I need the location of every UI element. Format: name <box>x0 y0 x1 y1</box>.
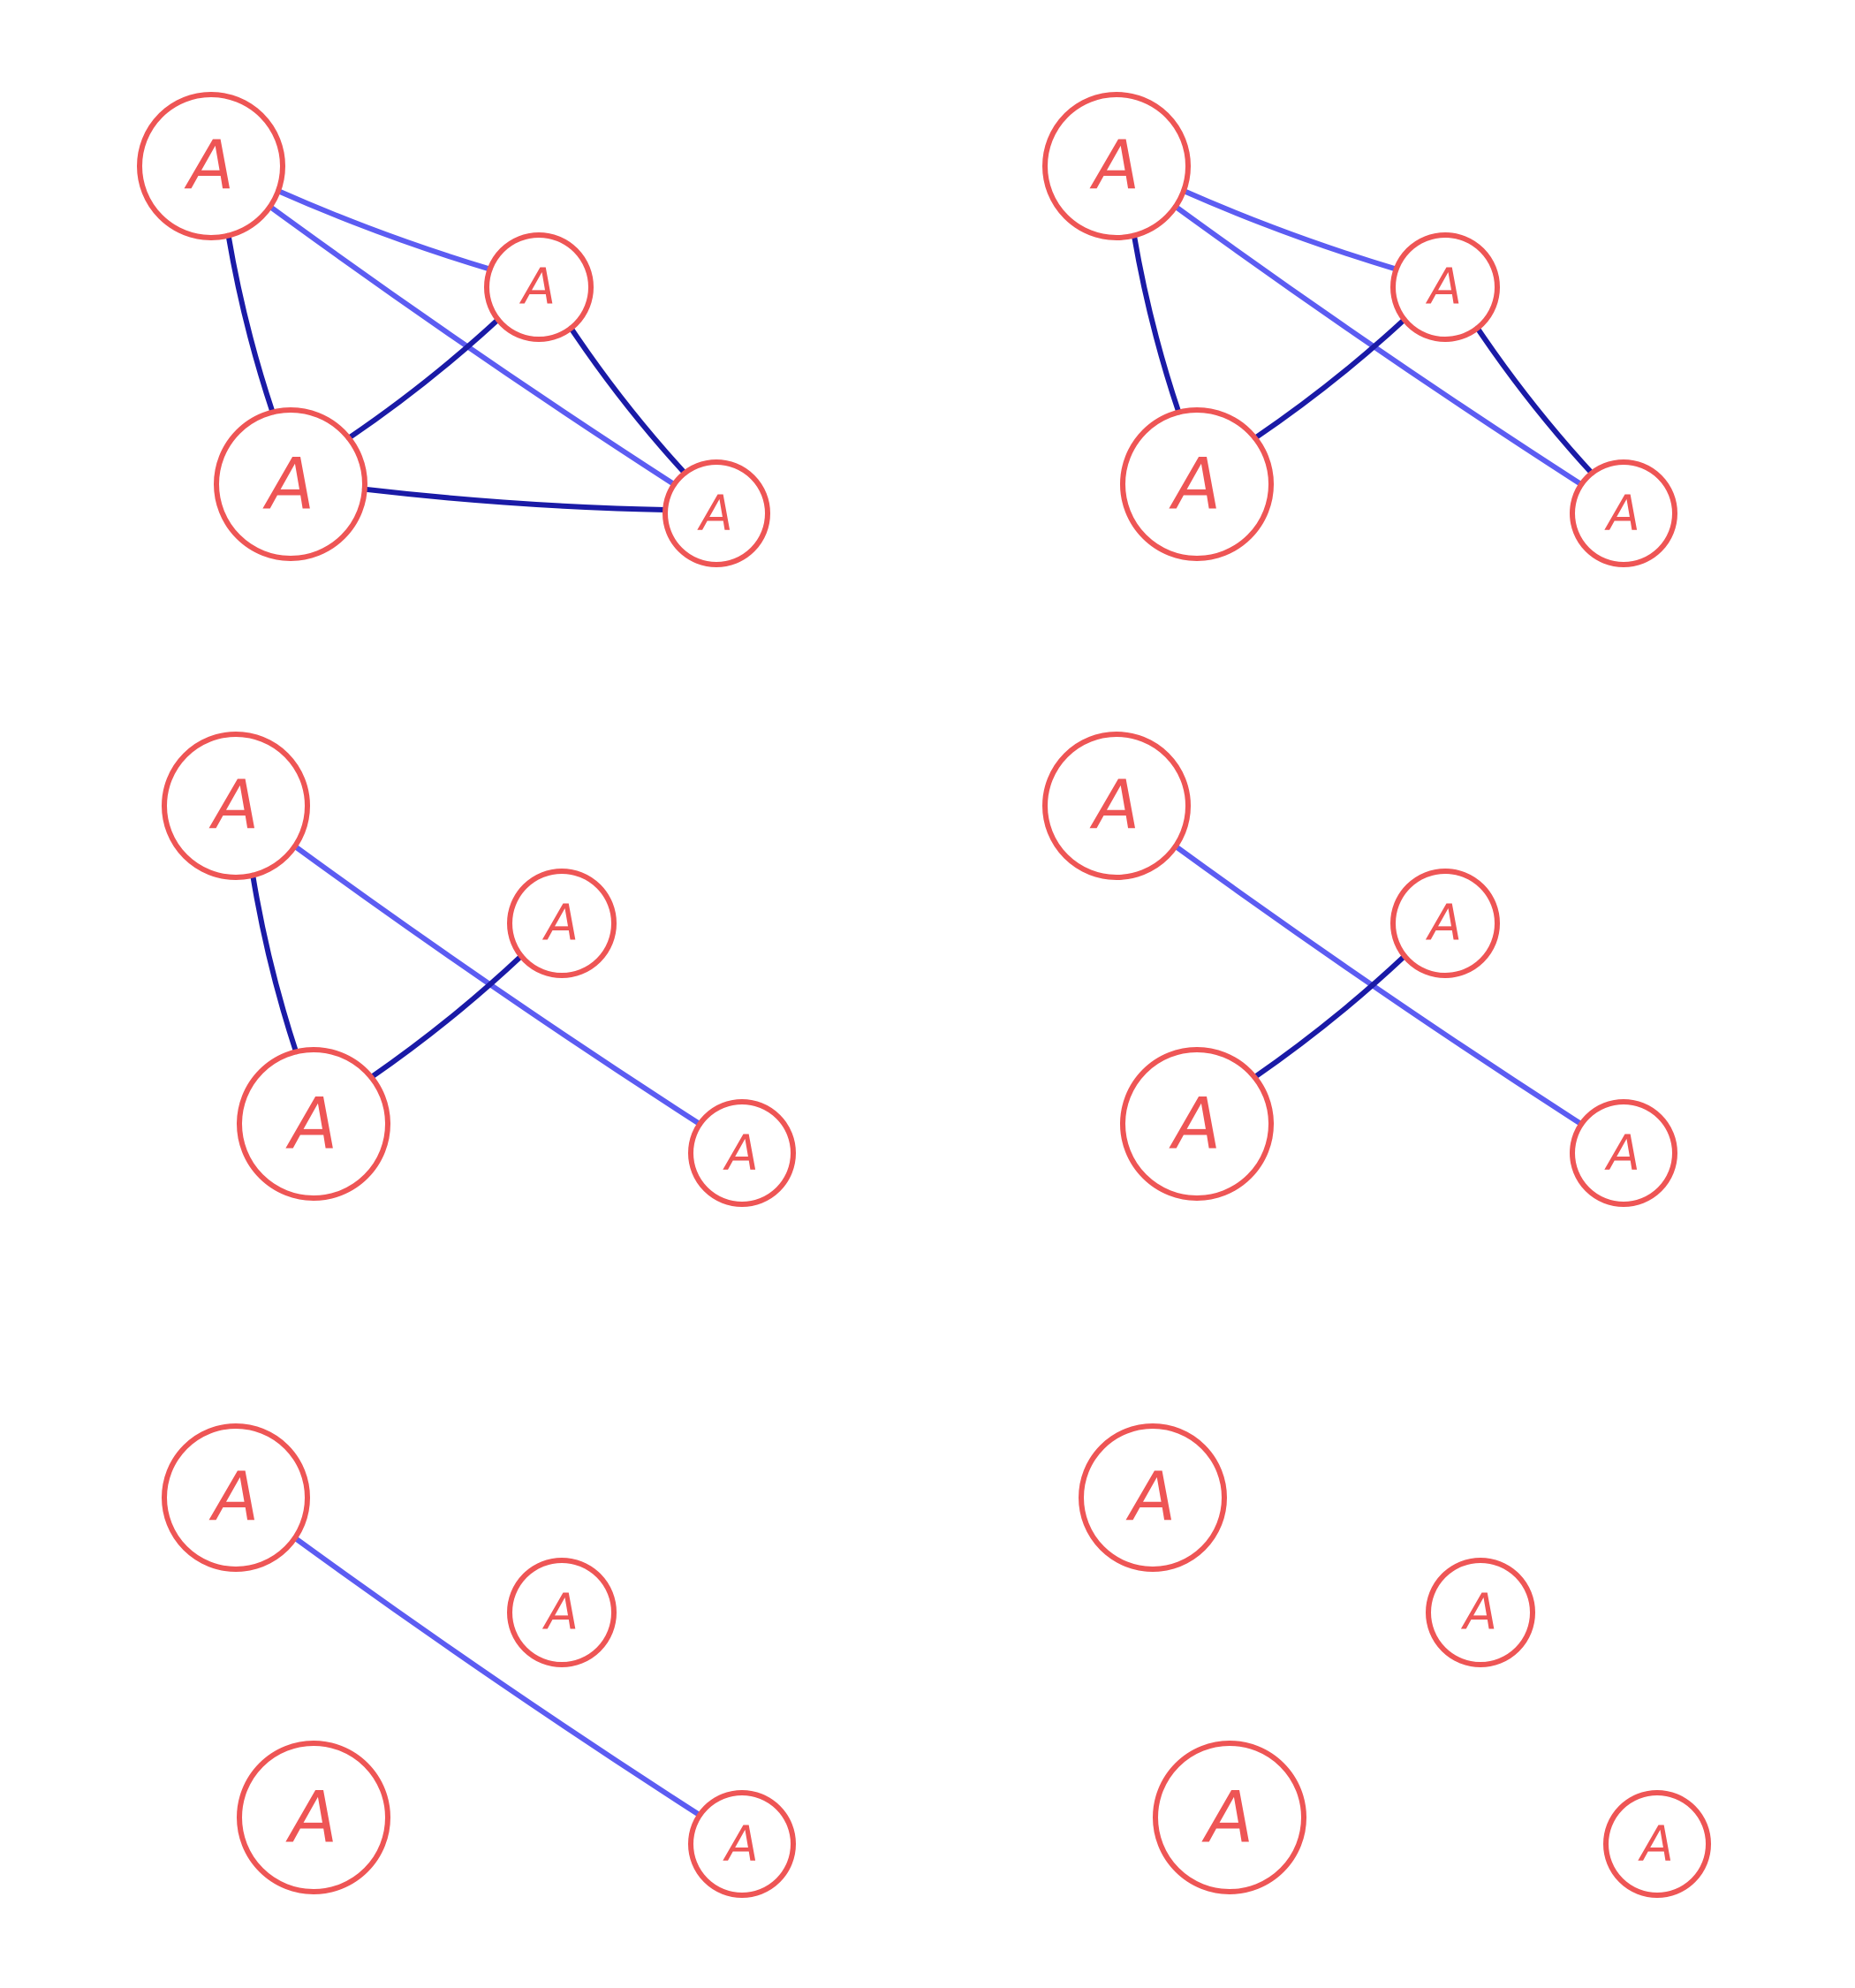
node-1: A <box>1390 869 1500 978</box>
node-label: A <box>723 1125 759 1181</box>
edge-0-1-light <box>1181 188 1399 272</box>
edge-0-2-dark <box>1131 232 1182 415</box>
node-label: A <box>208 767 260 846</box>
node-2: A <box>1120 1047 1274 1201</box>
edge-0-3-light <box>1172 843 1585 1127</box>
node-3: A <box>1603 1790 1711 1898</box>
node-0: A <box>137 92 285 240</box>
node-1: A <box>484 232 594 342</box>
node-label: A <box>285 1777 338 1859</box>
node-2: A <box>237 1047 390 1201</box>
node-label: A <box>542 895 579 952</box>
edge-0-3-light <box>267 203 678 488</box>
node-1: A <box>507 1558 617 1667</box>
node-2: A <box>237 1741 390 1894</box>
graph-panel-middle-left: A A A A <box>162 732 796 1207</box>
node-label: A <box>285 1083 338 1165</box>
node-0: A <box>162 1423 310 1572</box>
edge-0-3-light <box>1172 203 1585 488</box>
graph-panel-top-right: A A A A <box>1042 92 1677 567</box>
node-1: A <box>1426 1558 1535 1667</box>
edge-0-2-dark <box>250 872 299 1055</box>
node-label: A <box>1169 444 1222 526</box>
node-label: A <box>1604 1125 1640 1181</box>
node-circle <box>237 1047 390 1201</box>
node-circle <box>1120 1047 1274 1201</box>
node-0: A <box>1079 1423 1227 1572</box>
node-label: A <box>1089 127 1140 206</box>
node-0: A <box>162 732 310 880</box>
node-circle <box>1390 869 1500 978</box>
node-2: A <box>1153 1741 1306 1894</box>
node-label: A <box>1638 1816 1674 1872</box>
edge-0-3-light <box>292 1535 703 1818</box>
node-circle <box>1079 1423 1227 1572</box>
node-0: A <box>1042 92 1191 240</box>
node-3: A <box>1570 1099 1677 1207</box>
node-circle <box>1042 732 1191 880</box>
edge-1-3-dark <box>1474 325 1595 476</box>
edge-1-3-dark <box>568 325 688 476</box>
node-circle <box>688 1099 796 1207</box>
node-circle <box>507 869 617 978</box>
edge-0-2-dark <box>225 232 276 415</box>
graph-panel-middle-right: A A A A <box>1042 732 1677 1207</box>
edge-2-3-dark <box>361 486 669 512</box>
node-1: A <box>1390 232 1500 342</box>
node-circle <box>507 1558 617 1667</box>
node-2: A <box>214 407 367 561</box>
node-circle <box>484 232 594 342</box>
edge-2-1-dark <box>345 316 501 441</box>
node-circle <box>1570 1099 1677 1207</box>
node-label: A <box>1169 1083 1222 1165</box>
node-label: A <box>1604 485 1640 542</box>
node-circle <box>1603 1790 1711 1898</box>
node-3: A <box>1570 459 1677 567</box>
node-label: A <box>1125 1459 1177 1537</box>
node-label: A <box>1201 1777 1254 1859</box>
edge-0-1-light <box>276 188 493 272</box>
node-circle <box>1390 232 1500 342</box>
node-circle <box>662 459 770 567</box>
node-label: A <box>542 1584 579 1642</box>
node-3: A <box>688 1790 796 1898</box>
node-label: A <box>723 1816 759 1872</box>
edge-2-1-dark <box>1252 316 1407 441</box>
node-label: A <box>208 1459 260 1537</box>
node-label: A <box>1089 767 1140 846</box>
node-label: A <box>184 127 235 206</box>
node-circle <box>137 92 285 240</box>
node-circle <box>688 1790 796 1898</box>
node-circle <box>1042 92 1191 240</box>
node-label: A <box>519 259 556 316</box>
node-circle <box>1153 1741 1306 1894</box>
node-circle <box>214 407 367 561</box>
node-circle <box>237 1741 390 1894</box>
node-3: A <box>662 459 770 567</box>
edge-2-1-dark <box>1252 953 1408 1081</box>
node-3: A <box>688 1099 796 1207</box>
graph-panel-top-left: A A A A <box>137 92 770 567</box>
node-circle <box>1120 407 1274 561</box>
node-label: A <box>697 485 733 542</box>
node-circle <box>1426 1558 1535 1667</box>
node-0: A <box>1042 732 1191 880</box>
node-circle <box>162 1423 310 1572</box>
node-circle <box>162 732 310 880</box>
node-label: A <box>1426 895 1462 952</box>
edge-2-1-dark <box>368 953 525 1081</box>
node-label: A <box>1461 1584 1497 1642</box>
node-2: A <box>1120 407 1274 561</box>
node-circle <box>1570 459 1677 567</box>
graph-panel-bottom-left: A A A A <box>162 1423 796 1898</box>
graph-panel-bottom-right: A A A A <box>1079 1423 1711 1898</box>
edge-0-3-light <box>292 843 703 1127</box>
node-1: A <box>507 869 617 978</box>
node-label: A <box>1426 259 1462 316</box>
node-label: A <box>262 444 315 526</box>
